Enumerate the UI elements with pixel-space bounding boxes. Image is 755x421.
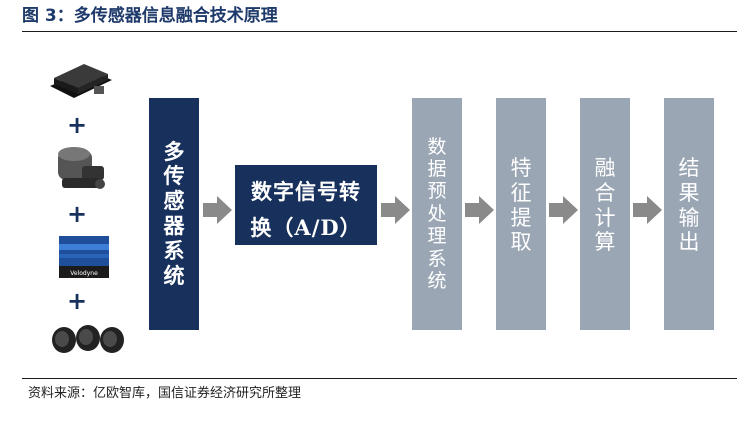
arrow-1 — [203, 196, 232, 224]
feature-extraction-char: 提 — [510, 205, 532, 230]
arrow-4 — [549, 196, 578, 224]
fusion-computation-box: 融 合 计 算 — [580, 98, 630, 330]
multi-sensor-system-char: 统 — [163, 262, 185, 288]
radar-sensor-icon — [50, 64, 112, 98]
ad-conversion-line1: 数字信号转 — [251, 179, 361, 204]
feature-extraction-char: 取 — [510, 230, 532, 255]
feature-extraction-box: 特 征 提 取 — [496, 98, 546, 330]
arrow-2 — [381, 196, 410, 224]
figure-title: 图 3：多传感器信息融合技术原理 — [22, 6, 278, 26]
preprocessing-char: 据 — [427, 157, 447, 180]
lidar-brand-label: Velodyne — [70, 270, 98, 277]
plus-sign-3: + — [67, 287, 88, 315]
result-output-char: 输 — [678, 205, 700, 230]
feature-extraction-char: 特 — [510, 156, 532, 180]
camera-sensor-icon — [58, 147, 105, 189]
preprocessing-char: 数 — [427, 135, 447, 158]
fusion-computation-char: 合 — [594, 180, 616, 205]
multi-sensor-system-char: 传 — [163, 163, 185, 189]
bottom-rule — [22, 378, 737, 379]
multi-sensor-system-char: 系 — [163, 237, 185, 263]
arrow-5 — [633, 196, 662, 224]
multi-sensor-system-char: 器 — [163, 213, 185, 238]
fusion-computation-char: 计 — [594, 205, 616, 230]
ad-conversion-line2: 换（A/D） — [250, 215, 362, 240]
preprocessing-char: 预 — [427, 180, 447, 203]
ad-conversion-box: 数字信号转 换（A/D） — [235, 165, 377, 245]
figure-source: 资料来源：亿欧智库，国信证券经济研究所整理 — [28, 386, 302, 401]
multi-sensor-system-char: 感 — [163, 188, 185, 214]
plus-sign-2: + — [67, 200, 88, 228]
ultrasonic-sensor-icon — [52, 325, 124, 353]
fusion-computation-char: 融 — [594, 156, 616, 180]
arrow-3 — [465, 196, 494, 224]
feature-extraction-char: 征 — [510, 180, 532, 205]
preprocessing-char: 统 — [427, 270, 447, 293]
result-output-char: 出 — [678, 230, 700, 255]
data-preprocessing-box: 数 据 预 处 理 系 统 — [412, 98, 462, 330]
fusion-computation-char: 算 — [594, 230, 616, 255]
result-output-char: 果 — [678, 180, 700, 205]
preprocessing-char: 系 — [427, 247, 447, 270]
lidar-sensor-icon: Velodyne — [59, 236, 109, 278]
result-output-box: 结 果 输 出 — [664, 98, 714, 330]
multi-sensor-system-box: 多 传 感 器 系 统 — [149, 98, 199, 330]
result-output-char: 结 — [678, 156, 700, 180]
multi-sensor-system-char: 多 — [163, 138, 185, 164]
plus-sign-1: + — [67, 111, 88, 139]
preprocessing-char: 处 — [427, 202, 447, 225]
top-rule — [22, 31, 737, 32]
preprocessing-char: 理 — [427, 225, 447, 248]
